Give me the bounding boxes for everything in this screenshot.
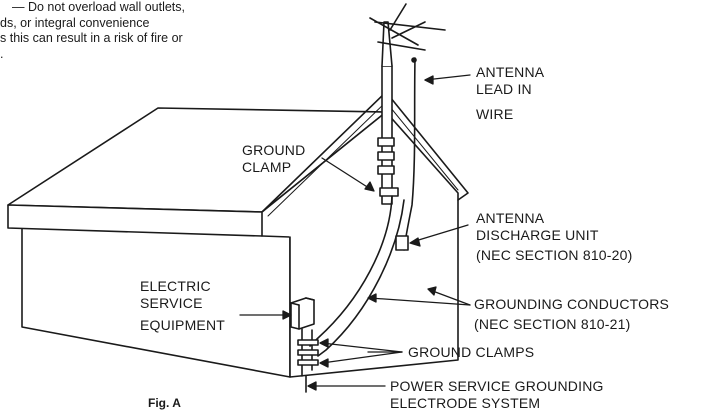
label-line: GROUND (242, 142, 305, 159)
electric-service-equipment (291, 298, 314, 329)
label-line: (NEC SECTION 810-20) (476, 247, 632, 264)
label-line: POWER SERVICE GROUNDING (390, 378, 604, 395)
label-antenna-discharge-unit: ANTENNA DISCHARGE UNIT (NEC SECTION 810-… (476, 210, 632, 264)
label-grounding-conductors: GROUNDING CONDUCTORS (NEC SECTION 810-21… (474, 296, 669, 333)
label-line: ANTENNA (476, 64, 544, 81)
antenna-discharge-unit (396, 236, 408, 250)
label-electric-service-equipment: ELECTRIC SERVICE EQUIPMENT (140, 278, 225, 334)
label-ground-clamps: GROUND CLAMPS (408, 344, 534, 361)
label-line: ELECTRIC (140, 278, 225, 295)
label-line: LEAD IN (476, 81, 544, 98)
label-line: GROUNDING CONDUCTORS (474, 296, 669, 313)
label-line: ELECTRODE SYSTEM (390, 395, 604, 412)
label-line: DISCHARGE UNIT (476, 227, 632, 244)
house-outline (8, 92, 468, 377)
label-line: CLAMP (242, 159, 305, 176)
label-line: ANTENNA (476, 210, 632, 227)
mast-ground-clamp (380, 188, 398, 196)
label-line: EQUIPMENT (140, 317, 225, 334)
label-line: SERVICE (140, 295, 225, 312)
label-power-service-grounding: POWER SERVICE GROUNDING ELECTRODE SYSTEM (390, 378, 604, 412)
label-ground-clamp: GROUND CLAMP (242, 142, 305, 176)
label-antenna-lead-in-wire: ANTENNA LEAD IN WIRE (476, 64, 544, 123)
label-line: WIRE (476, 106, 544, 123)
label-line: (NEC SECTION 810-21) (474, 316, 669, 333)
figure-caption: Fig. A (148, 396, 181, 410)
